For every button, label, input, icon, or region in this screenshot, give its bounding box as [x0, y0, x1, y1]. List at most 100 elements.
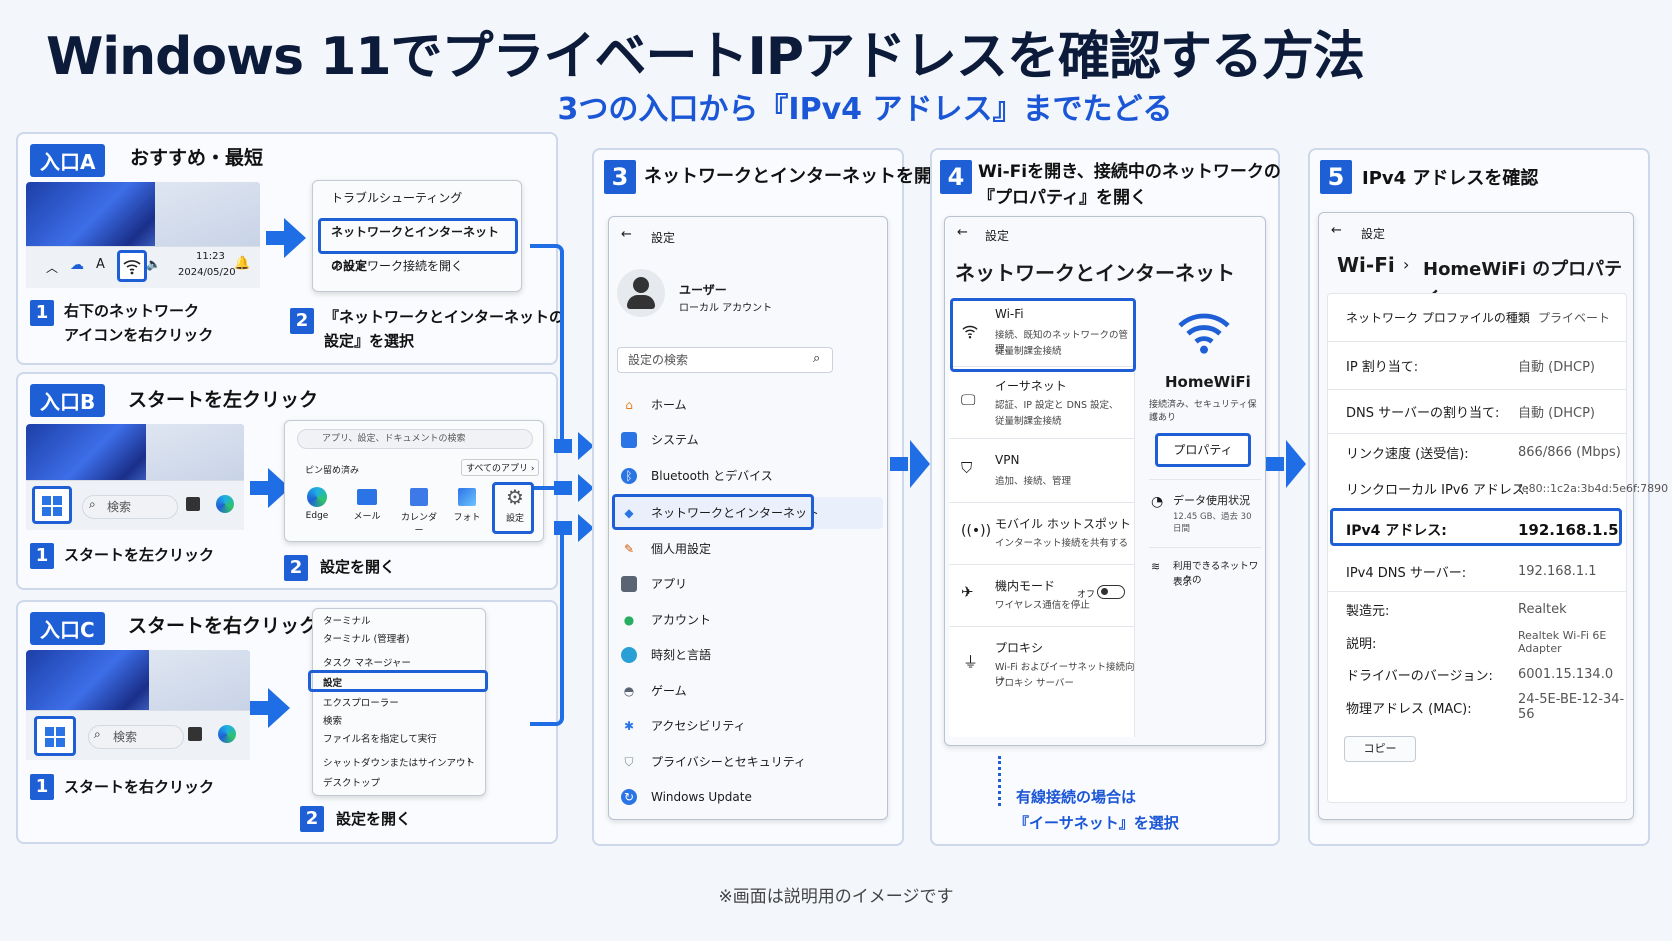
- page-subtitle: 3つの入口から『IPv4 アドレス』までたどる: [557, 92, 1173, 127]
- step4-title-2: 『プロパティ』を開く: [978, 188, 1147, 208]
- app-mail[interactable]: メール: [349, 487, 385, 522]
- entry-c-title: スタートを右クリック: [128, 615, 319, 637]
- properties-table: ネットワーク プロファイルの種類プライベート IP 割り当て:自動 (DHCP)…: [1327, 293, 1668, 803]
- network-tray-icon[interactable]: [117, 250, 147, 282]
- windows-icon: [45, 727, 65, 747]
- app-calendar[interactable]: カレンダー: [399, 487, 439, 536]
- menu-open-connections[interactable]: ネットワーク接続を開く: [331, 259, 464, 273]
- winx-terminal-admin[interactable]: ターミナル (管理者): [323, 634, 410, 645]
- winx-shutdown[interactable]: シャットダウンまたはサインアウト: [323, 758, 476, 769]
- entry-b-title: スタートを左クリック: [128, 389, 319, 411]
- winx-task-manager[interactable]: タスク マネージャー: [323, 658, 411, 669]
- prop-value: Realtek: [1518, 601, 1567, 617]
- edge-icon[interactable]: [218, 725, 236, 743]
- back-arrow-icon[interactable]: ←: [957, 225, 968, 240]
- breadcrumb-wifi[interactable]: Wi-Fi: [1337, 253, 1395, 277]
- winx-run[interactable]: ファイル名を指定して実行: [323, 734, 437, 745]
- prop-key: リンク速度 (送受信):: [1346, 446, 1469, 462]
- nav-system[interactable]: システム: [621, 424, 699, 456]
- start-button[interactable]: [32, 486, 72, 524]
- nav-personalization[interactable]: ✎個人用設定: [621, 533, 711, 565]
- item-airplane[interactable]: ✈ 機内モード ワイヤレス通信を停止 オフ: [949, 565, 1135, 627]
- prop-row-ipv4: IPv4 アドレス:192.168.1.5: [1328, 512, 1626, 548]
- monitor-icon: [621, 432, 637, 448]
- nav-label: ネットワークとインターネット: [651, 506, 820, 520]
- prop-key: IPv4 アドレス:: [1346, 523, 1447, 539]
- nav-time-language[interactable]: 時刻と言語: [621, 639, 711, 671]
- taskview-icon[interactable]: [186, 497, 200, 511]
- item-proxy[interactable]: ⏚ プロキシ Wi-Fi およびイーサネット接続向け プロキシ サーバー: [949, 627, 1135, 703]
- nav-network[interactable]: ◆ネットワークとインターネット: [621, 497, 819, 529]
- item-wifi[interactable]: Wi-Fi 接続、既知のネットワークの管理、 従量制課金接続: [949, 297, 1135, 367]
- tray-time[interactable]: 11:23: [196, 251, 225, 262]
- properties-label: プロパティ: [1173, 443, 1233, 457]
- start-button[interactable]: [34, 716, 76, 756]
- step5-num: 5: [1320, 160, 1352, 194]
- item-desc: 追加、接続、管理: [995, 476, 1072, 487]
- start-search[interactable]: アプリ、設定、ドキュメントの検索: [297, 429, 533, 449]
- properties-button[interactable]: プロパティ: [1155, 433, 1251, 467]
- app-photos[interactable]: フォト: [449, 487, 485, 523]
- back-arrow-icon[interactable]: ←: [1331, 223, 1342, 238]
- available-networks-link[interactable]: ≋ 利用できるネットワークの 表示: [1149, 547, 1261, 595]
- back-arrow-icon[interactable]: ←: [621, 227, 632, 242]
- taskbar-search[interactable]: 検索: [88, 725, 184, 749]
- highlight-network-settings: [318, 218, 518, 254]
- winx-desktop[interactable]: デスクトップ: [323, 778, 381, 789]
- nav-accounts[interactable]: ●アカウント: [621, 604, 711, 636]
- winx-search[interactable]: 検索: [323, 716, 343, 727]
- item-ethernet[interactable]: 🖵 イーサネット 認証、IP 設定と DNS 設定、 従量制課金接続: [949, 367, 1135, 439]
- prop-value: プライベート: [1538, 311, 1611, 325]
- airplane-toggle[interactable]: [1097, 585, 1125, 599]
- wifi-large-icon: [1178, 313, 1230, 354]
- tray-date[interactable]: 2024/05/20: [178, 267, 236, 278]
- item-name: イーサネット: [995, 379, 1067, 393]
- chevron-up-icon[interactable]: ︿: [46, 261, 59, 275]
- settings-search[interactable]: 設定の検索: [617, 347, 833, 373]
- entry-a-step1-num: 1: [30, 300, 54, 326]
- app-edge[interactable]: Edge: [299, 487, 335, 521]
- app-label: 設定: [505, 514, 524, 524]
- speaker-icon[interactable]: 🔈: [146, 257, 161, 271]
- menu-troubleshoot[interactable]: トラブルシューティング: [331, 191, 463, 205]
- ssid-status: 接続済み、セキュリティ保護あり: [1149, 400, 1257, 423]
- app-settings[interactable]: ⚙設定: [497, 487, 533, 524]
- copy-button[interactable]: コピー: [1344, 736, 1416, 762]
- menu-network-settings[interactable]: ネットワークとインターネットの設定: [331, 225, 500, 273]
- highlight-wifi-item: [950, 298, 1136, 372]
- bluetooth-icon: ᛒ: [621, 468, 637, 484]
- nav-label: システム: [651, 433, 699, 447]
- edge-icon: [307, 487, 327, 507]
- entry-b-step2-num: 2: [284, 555, 308, 581]
- nav-home[interactable]: ⌂ホーム: [621, 389, 686, 421]
- nav-windows-update[interactable]: ↻Windows Update: [621, 781, 752, 813]
- item-vpn[interactable]: ⛉ VPN 追加、接続、管理: [949, 439, 1135, 503]
- bell-icon[interactable]: 🔔: [234, 256, 251, 271]
- winx-settings[interactable]: 設定: [323, 678, 343, 689]
- onedrive-icon[interactable]: ☁: [70, 257, 84, 273]
- all-apps-button[interactable]: すべてのアプリ ›: [461, 459, 540, 476]
- item-name: VPN: [995, 453, 1020, 467]
- item-desc: 認証、IP 設定と DNS 設定、: [995, 400, 1119, 411]
- nav-privacy[interactable]: ⛉プライバシーとセキュリティ: [621, 746, 806, 778]
- taskview-icon[interactable]: [188, 727, 202, 741]
- entry-a-title: おすすめ・最短: [130, 147, 264, 169]
- step4-title-1: Wi-Fiを開き、接続中のネットワークの: [978, 162, 1281, 182]
- search-icon: ⌕: [813, 351, 821, 366]
- nav-apps[interactable]: アプリ: [621, 568, 687, 600]
- window-title: 設定: [985, 229, 1010, 243]
- edge-icon[interactable]: [216, 495, 234, 513]
- data-usage-link[interactable]: ◔ データ使用状況 12.45 GB、過去 30 日間: [1149, 479, 1261, 534]
- chevron-right-icon: ›: [467, 753, 472, 766]
- winx-terminal[interactable]: ターミナル: [323, 616, 371, 627]
- nav-accessibility[interactable]: ✱アクセシビリティ: [621, 710, 746, 742]
- winx-explorer[interactable]: エクスプローラー: [323, 698, 399, 709]
- ime-indicator[interactable]: A: [96, 257, 105, 272]
- connector-b: [534, 486, 564, 490]
- item-hotspot[interactable]: ((•)) モバイル ホットスポット インターネット接続を共有する: [949, 503, 1135, 565]
- taskbar-search[interactable]: 検索: [82, 495, 178, 519]
- nav-gaming[interactable]: ◓ゲーム: [621, 675, 687, 707]
- accessibility-icon: ✱: [623, 719, 635, 733]
- prop-key: ネットワーク プロファイルの種類: [1346, 311, 1530, 325]
